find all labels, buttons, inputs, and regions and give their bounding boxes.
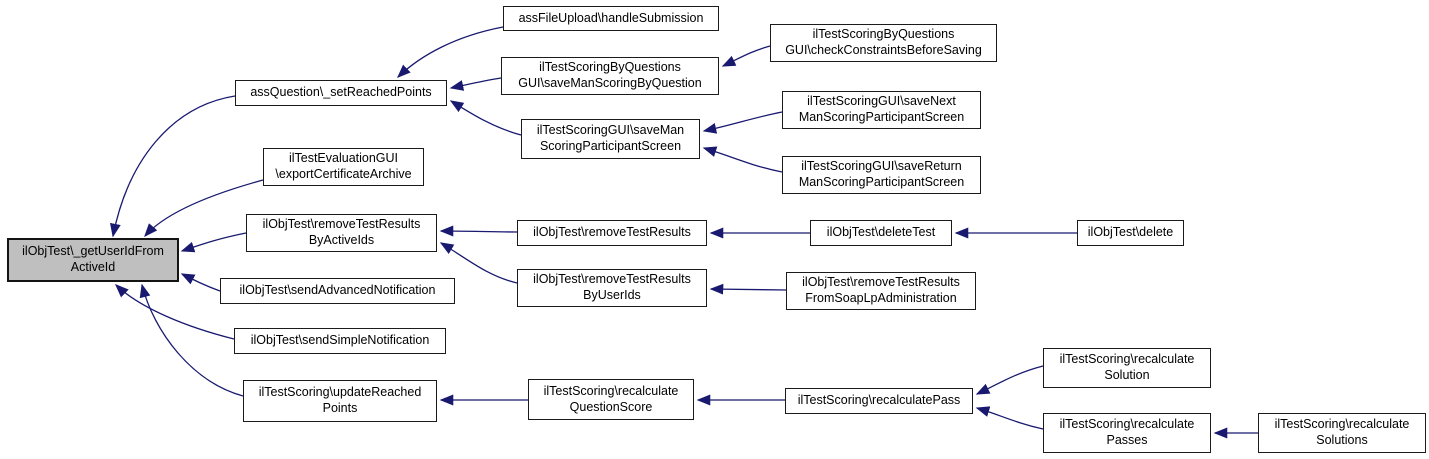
edge-recalcpasses-to-recalcpass [975,406,1044,430]
node-iltestscoringgui-savereturnmanscoringparticipantscreen[interactable]: ilTestScoringGUI\saveReturn ManScoringPa… [782,156,981,194]
node-iltestevaluationgui-exportcertificatearchive[interactable]: ilTestEvaluationGUI \exportCertificateAr… [263,148,424,186]
edge-savemanparticipantscreen-to-setreachedpoints [449,100,522,136]
node-iltestscoringgui-savenextmanscoringparticipantscreen[interactable]: ilTestScoringGUI\saveNext ManScoringPart… [782,91,981,129]
edge-fromsoaplp-to-removebyuserids [709,283,787,295]
edge-updatereachedpoints-to-center [139,283,244,397]
edge-setreachedpoints-to-center [110,95,236,238]
edge-removebyactiveids-to-center [180,232,247,253]
edge-exportcertificatearchive-to-center [144,179,264,238]
edge-savereturn-to-savemanparticipantscreen [702,146,783,173]
node-iltestscoringbyquestionsgui-savemanscoringbyquestion[interactable]: ilTestScoringByQuestions GUI\saveManScor… [501,57,719,95]
node-ilobjtest-removetestresultsfromsoaplpadministration[interactable]: ilObjTest\removeTestResults FromSoapLpAd… [786,272,976,310]
node-iltestscoring-recalculatesolutions[interactable]: ilTestScoring\recalculate Solutions [1258,413,1426,453]
node-assquestion-setreachedpoints[interactable]: assQuestion\_setReachedPoints [235,80,447,106]
edge-handlesubmission-to-setreachedpoints [397,26,504,78]
node-iltestscoringgui-savemanscoringparticipantscreen[interactable]: ilTestScoringGUI\saveMan ScoringParticip… [521,119,700,159]
node-ilobjtest-removetestresultsbyactiveids[interactable]: ilObjTest\removeTestResults ByActiveIds [246,214,437,252]
node-ilobjtest-sendsimplenotification[interactable]: ilObjTest\sendSimpleNotification [234,328,446,354]
node-ilobjtest-sendadvancednotification[interactable]: ilObjTest\sendAdvancedNotification [220,278,455,304]
edge-removetestresults-to-removebyactiveids [439,225,518,237]
edge-removebyuserids-to-removebyactiveids [439,242,518,284]
node-ilobjtest-deletetest[interactable]: ilObjTest\deleteTest [810,220,952,246]
edge-sendadvanced-to-center [180,273,221,292]
node-iltestscoring-recalculatequestionscore[interactable]: ilTestScoring\recalculate QuestionScore [528,379,694,420]
edge-checkconstraints-to-savemanscoringbyquestion [721,45,771,67]
node-iltestscoring-recalculatepasses[interactable]: ilTestScoring\recalculate Passes [1043,413,1211,453]
node-ilobjtest-getuseridfromactiveid: ilObjTest\_getUserIdFrom ActiveId [7,238,179,282]
node-iltestscoring-recalculatesolution[interactable]: ilTestScoring\recalculate Solution [1043,348,1211,388]
node-iltestscoringbyquestionsgui-checkconstraintsbeforesaving[interactable]: ilTestScoringByQuestions GUI\checkConstr… [770,24,997,62]
node-iltestscoring-updatereachedpoints[interactable]: ilTestScoring\updateReached Points [243,380,437,422]
edge-savemanscoringbyquestion-to-setreachedpoints [449,77,502,91]
node-iltestscoring-recalculatepass[interactable]: ilTestScoring\recalculatePass [785,388,973,414]
edge-recalcsolution-to-recalcpass [975,365,1044,395]
node-ilobjtest-removetestresults[interactable]: ilObjTest\removeTestResults [517,220,707,246]
node-assfileupload-handlesubmission[interactable]: assFileUpload\handleSubmission [503,6,719,31]
node-ilobjtest-delete[interactable]: ilObjTest\delete [1077,220,1184,246]
edge-sendsimple-to-center [115,284,235,340]
node-ilobjtest-removetestresultsbyuserids[interactable]: ilObjTest\removeTestResults ByUserIds [517,269,707,307]
edge-savenext-to-savemanparticipantscreen [702,111,783,134]
